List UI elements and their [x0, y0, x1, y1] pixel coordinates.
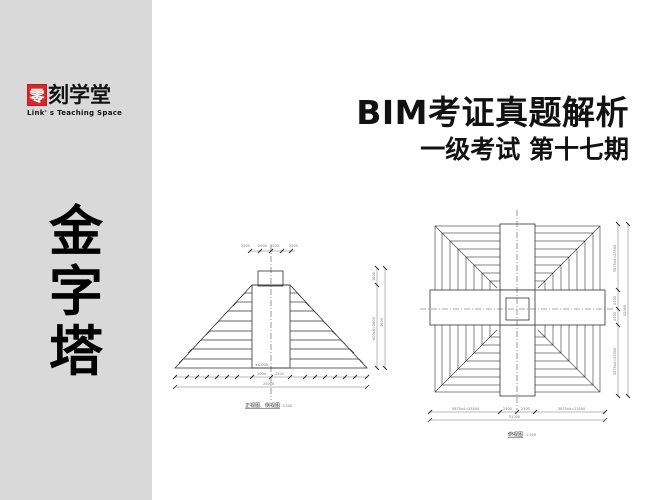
elevation-scale: 1:500 — [282, 404, 292, 408]
plan-bottom-dim-3: 2500 — [521, 407, 530, 411]
logo-mark-icon: 零 — [27, 84, 47, 106]
brand-logo: 零 刻学堂 Link' s Teaching Space — [27, 83, 137, 123]
plan-total-width: 52000 — [509, 415, 520, 419]
elevation-caption: 正视图、侧视图 — [245, 402, 280, 409]
elev-right-dim-3: 3600 — [380, 318, 384, 327]
elev-bottom-dim-1: 2000 — [257, 372, 266, 376]
elev-right-dim-2: 600x6=3600 — [372, 317, 376, 340]
elev-top-dim-3: 2500 — [270, 244, 279, 248]
elev-top-dim-4: 2500 — [289, 244, 298, 248]
plan-bottom-dim-2: 2500 — [503, 407, 512, 411]
page-title: BIM考证真题解析 — [356, 93, 629, 132]
plan-total-height: 52000 — [623, 305, 627, 316]
elev-top-dim-2: 2500 — [258, 244, 267, 248]
page-subtitle: 一级考试 第十七期 — [420, 135, 629, 164]
vertical-title-char-1: 金 — [49, 200, 103, 263]
plan-scale: 1:500 — [526, 433, 536, 437]
plan-caption: 俯视图 — [508, 431, 523, 438]
vertical-title-char-3: 塔 — [49, 320, 103, 383]
elev-right-dim-1: 1800 — [372, 272, 376, 281]
vertical-title: 金 字 塔 — [44, 202, 108, 382]
elev-top-dim-1: 2500 — [241, 244, 250, 248]
logo-row: 零 刻学堂 — [27, 83, 137, 107]
elev-bottom-dim-2: 2500 — [275, 372, 284, 376]
plan-right-dim-2: 2500 — [613, 296, 617, 305]
vertical-title-char-2: 字 — [49, 260, 103, 323]
plan-right-dim-3: 2500 — [613, 312, 617, 321]
elev-level-mark: ±0.000 — [255, 363, 268, 367]
plan-bottom-dim-1: 5875x4=23500 — [452, 407, 479, 411]
plan-bottom-dim-4: 5875x4=23500 — [558, 407, 585, 411]
logo-subtitle: Link' s Teaching Space — [27, 109, 123, 117]
elevation-drawing: 2500 2500 2500 2500 — [165, 235, 400, 415]
elev-total-width: 25000 — [263, 382, 274, 386]
logo-text: 刻学堂 — [48, 83, 111, 107]
plan-drawing: 5875x4=23500 2500 2500 5875x4=23500 5200… — [400, 210, 655, 450]
left-panel: 零 刻学堂 Link' s Teaching Space 金 字 塔 — [0, 0, 152, 500]
plan-right-dim-4: 5875x4=23500 — [613, 348, 617, 375]
plan-right-dim-1: 5875x4=23500 — [613, 245, 617, 272]
